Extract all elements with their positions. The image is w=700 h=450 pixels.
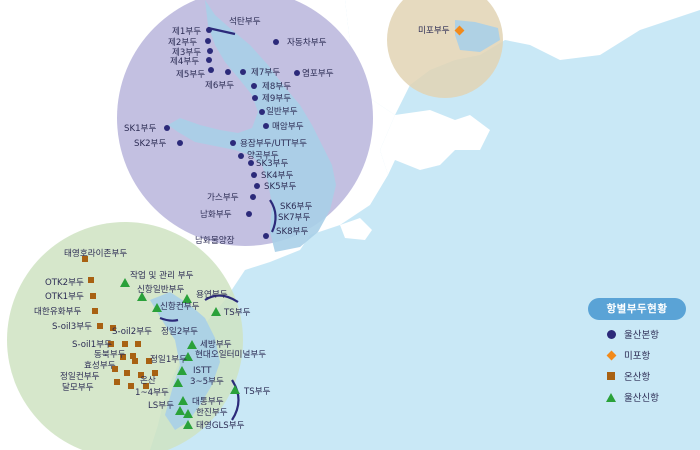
berth-line-sinhang-1 — [159, 316, 179, 322]
label-namhwa-wharf: 남화물양장 — [195, 235, 235, 246]
label-jeongil-container-pier: 정일컨부두 — [60, 371, 100, 382]
mipo-bay — [455, 20, 500, 52]
label-pier-9: 제9부두 — [262, 93, 291, 104]
label-work-management-pier: 작업 및 관리 부두 — [130, 269, 194, 281]
label-pier-2: 제2부두 — [168, 37, 197, 48]
label-maeam-pier: 매암부두 — [272, 120, 304, 132]
label-grain-pier: 양곡부두 — [247, 150, 279, 161]
label-car-pier: 자동차부두 — [287, 37, 327, 48]
label-sk5-pier: SK5부두 — [264, 181, 296, 192]
label-yeompo-pier: 염포부두 — [302, 68, 334, 79]
label-sk7-pier: SK7부두 — [278, 212, 310, 223]
label-namhwa-pier: 남화부두 — [200, 209, 232, 220]
label-daetong-pier: 대통부두 — [192, 396, 224, 407]
label-ls-pier: LS부두 — [148, 400, 174, 411]
diamond-marker-icon — [604, 349, 618, 361]
legend: 항별부두현황 울산본항 미포항 온산항 울산신항 — [588, 298, 686, 404]
label-jeongil2-pier: 정일2부두 — [161, 326, 198, 337]
berth-line-ts — [231, 379, 240, 421]
triangle-marker-icon — [604, 391, 618, 403]
label-sk4-pier: SK4부두 — [261, 170, 293, 181]
label-ts-pier-lower: TS부두 — [243, 386, 271, 397]
label-hyundai-oil-terminal-pier: 현대오일터미널부두 — [195, 349, 266, 360]
label-otk2-pier: OTK2부두 — [45, 277, 84, 288]
label-sk2-pier: SK2부두 — [134, 138, 166, 149]
label-pier-1: 제1부두 — [172, 26, 201, 37]
label-sk8-pier: SK8부두 — [276, 226, 308, 237]
label-ts-pier-upper: TS부두 — [223, 307, 251, 318]
label-dongbuk-pier: 동북부두 — [94, 349, 126, 360]
label-taeyoung-horizon-pier: 태영호라이존부두 — [64, 248, 127, 259]
label-piers-3-5: 3~5부두 — [190, 376, 224, 387]
label-new-general-pier: 신항일반부두 — [137, 284, 185, 295]
legend-title: 항별부두현황 — [588, 298, 686, 320]
ulsan-main-zone — [117, 0, 373, 246]
label-hanjin-pier: 한진부두 — [196, 407, 228, 418]
label-general-pier: 일반부두 — [266, 106, 298, 117]
legend-label-ulsan-main: 울산본항 — [624, 330, 659, 341]
label-sebang-pier: 세방부두 — [200, 339, 232, 350]
land-east-peninsula — [380, 110, 490, 175]
taehwa-river — [168, 0, 336, 252]
legend-item-ulsan-main: 울산본항 — [604, 327, 686, 341]
label-sk3-pier: SK3부두 — [256, 158, 288, 169]
ulsan-main-labels: 석탄부두 제1부두 제2부두 제3부두 제4부두 제5부두 제6부두 제7부두 … — [124, 16, 334, 246]
square-marker-icon — [604, 370, 618, 382]
label-pier-5: 제5부두 — [176, 69, 205, 80]
legend-item-mipo: 미포항 — [604, 348, 686, 362]
land-south-coast — [340, 218, 372, 240]
label-yongjam-utt-pier: 용잠부두/UTT부두 — [240, 138, 307, 149]
label-daehan-yuhwa-pier: 대한유화부두 — [34, 306, 82, 317]
legend-item-onsan: 온산항 — [604, 369, 686, 383]
onsan-labels: 태영호라이존부두 OTK2부두 OTK1부두 대한유화부두 S-oil3부두 S… — [34, 248, 187, 398]
label-onsan: 온산 — [140, 375, 156, 386]
label-mipo-pier: 미포부두 — [418, 25, 450, 36]
ulsan-new-labels: 작업 및 관리 부두 신항일반부두 용연부두 신항컨부두 TS부두 정일2부두 … — [130, 269, 271, 431]
legend-label-onsan: 온산항 — [624, 372, 651, 383]
ulsan-main-markers — [164, 27, 300, 239]
label-sk6-pier: SK6부두 — [280, 201, 312, 212]
label-otk1-pier: OTK1부두 — [45, 291, 84, 302]
label-soil3-pier: S-oil3부두 — [52, 321, 92, 332]
berth-line-sk6-8 — [269, 199, 277, 233]
label-pier-8: 제8부두 — [262, 81, 291, 92]
label-sk1-pier: SK1부두 — [124, 123, 156, 134]
label-yongyeon-pier: 용연부두 — [196, 289, 228, 300]
label-dalmo-pier: 달모부두 — [62, 381, 94, 393]
label-hyosung-pier: 효성부두 — [84, 360, 116, 371]
berth-line-sinhang-2 — [204, 294, 239, 303]
circle-marker-icon — [604, 328, 618, 340]
label-pier-4: 제4부두 — [170, 56, 199, 67]
label-pier-7: 제7부두 — [251, 67, 280, 78]
label-soil2-pier: S-oil2부두 — [112, 326, 152, 337]
ulsan-new-markers — [120, 278, 240, 429]
legend-item-ulsan-new: 울산신항 — [604, 390, 686, 404]
label-pier-6: 제6부두 — [205, 80, 234, 91]
label-jeongil1-pier: 정일1부두 — [150, 354, 187, 365]
label-piers-1-4: 1~4부두 — [135, 387, 169, 398]
label-soil1-pier: S-oil1부두 — [72, 339, 112, 350]
legend-label-ulsan-new: 울산신항 — [624, 393, 659, 404]
onsan-markers — [82, 256, 158, 389]
berth-line-coal — [207, 26, 236, 36]
legend-label-mipo: 미포항 — [624, 351, 651, 362]
label-istt: ISTT — [193, 366, 212, 376]
label-taeyoung-gls-pier: 태영GLS부두 — [196, 420, 245, 431]
label-coal-pier: 석탄부두 — [229, 16, 261, 27]
label-gas-pier: 가스부두 — [207, 192, 239, 203]
label-new-container-pier: 신항컨부두 — [160, 301, 200, 312]
label-pier-3: 제3부두 — [172, 47, 201, 58]
